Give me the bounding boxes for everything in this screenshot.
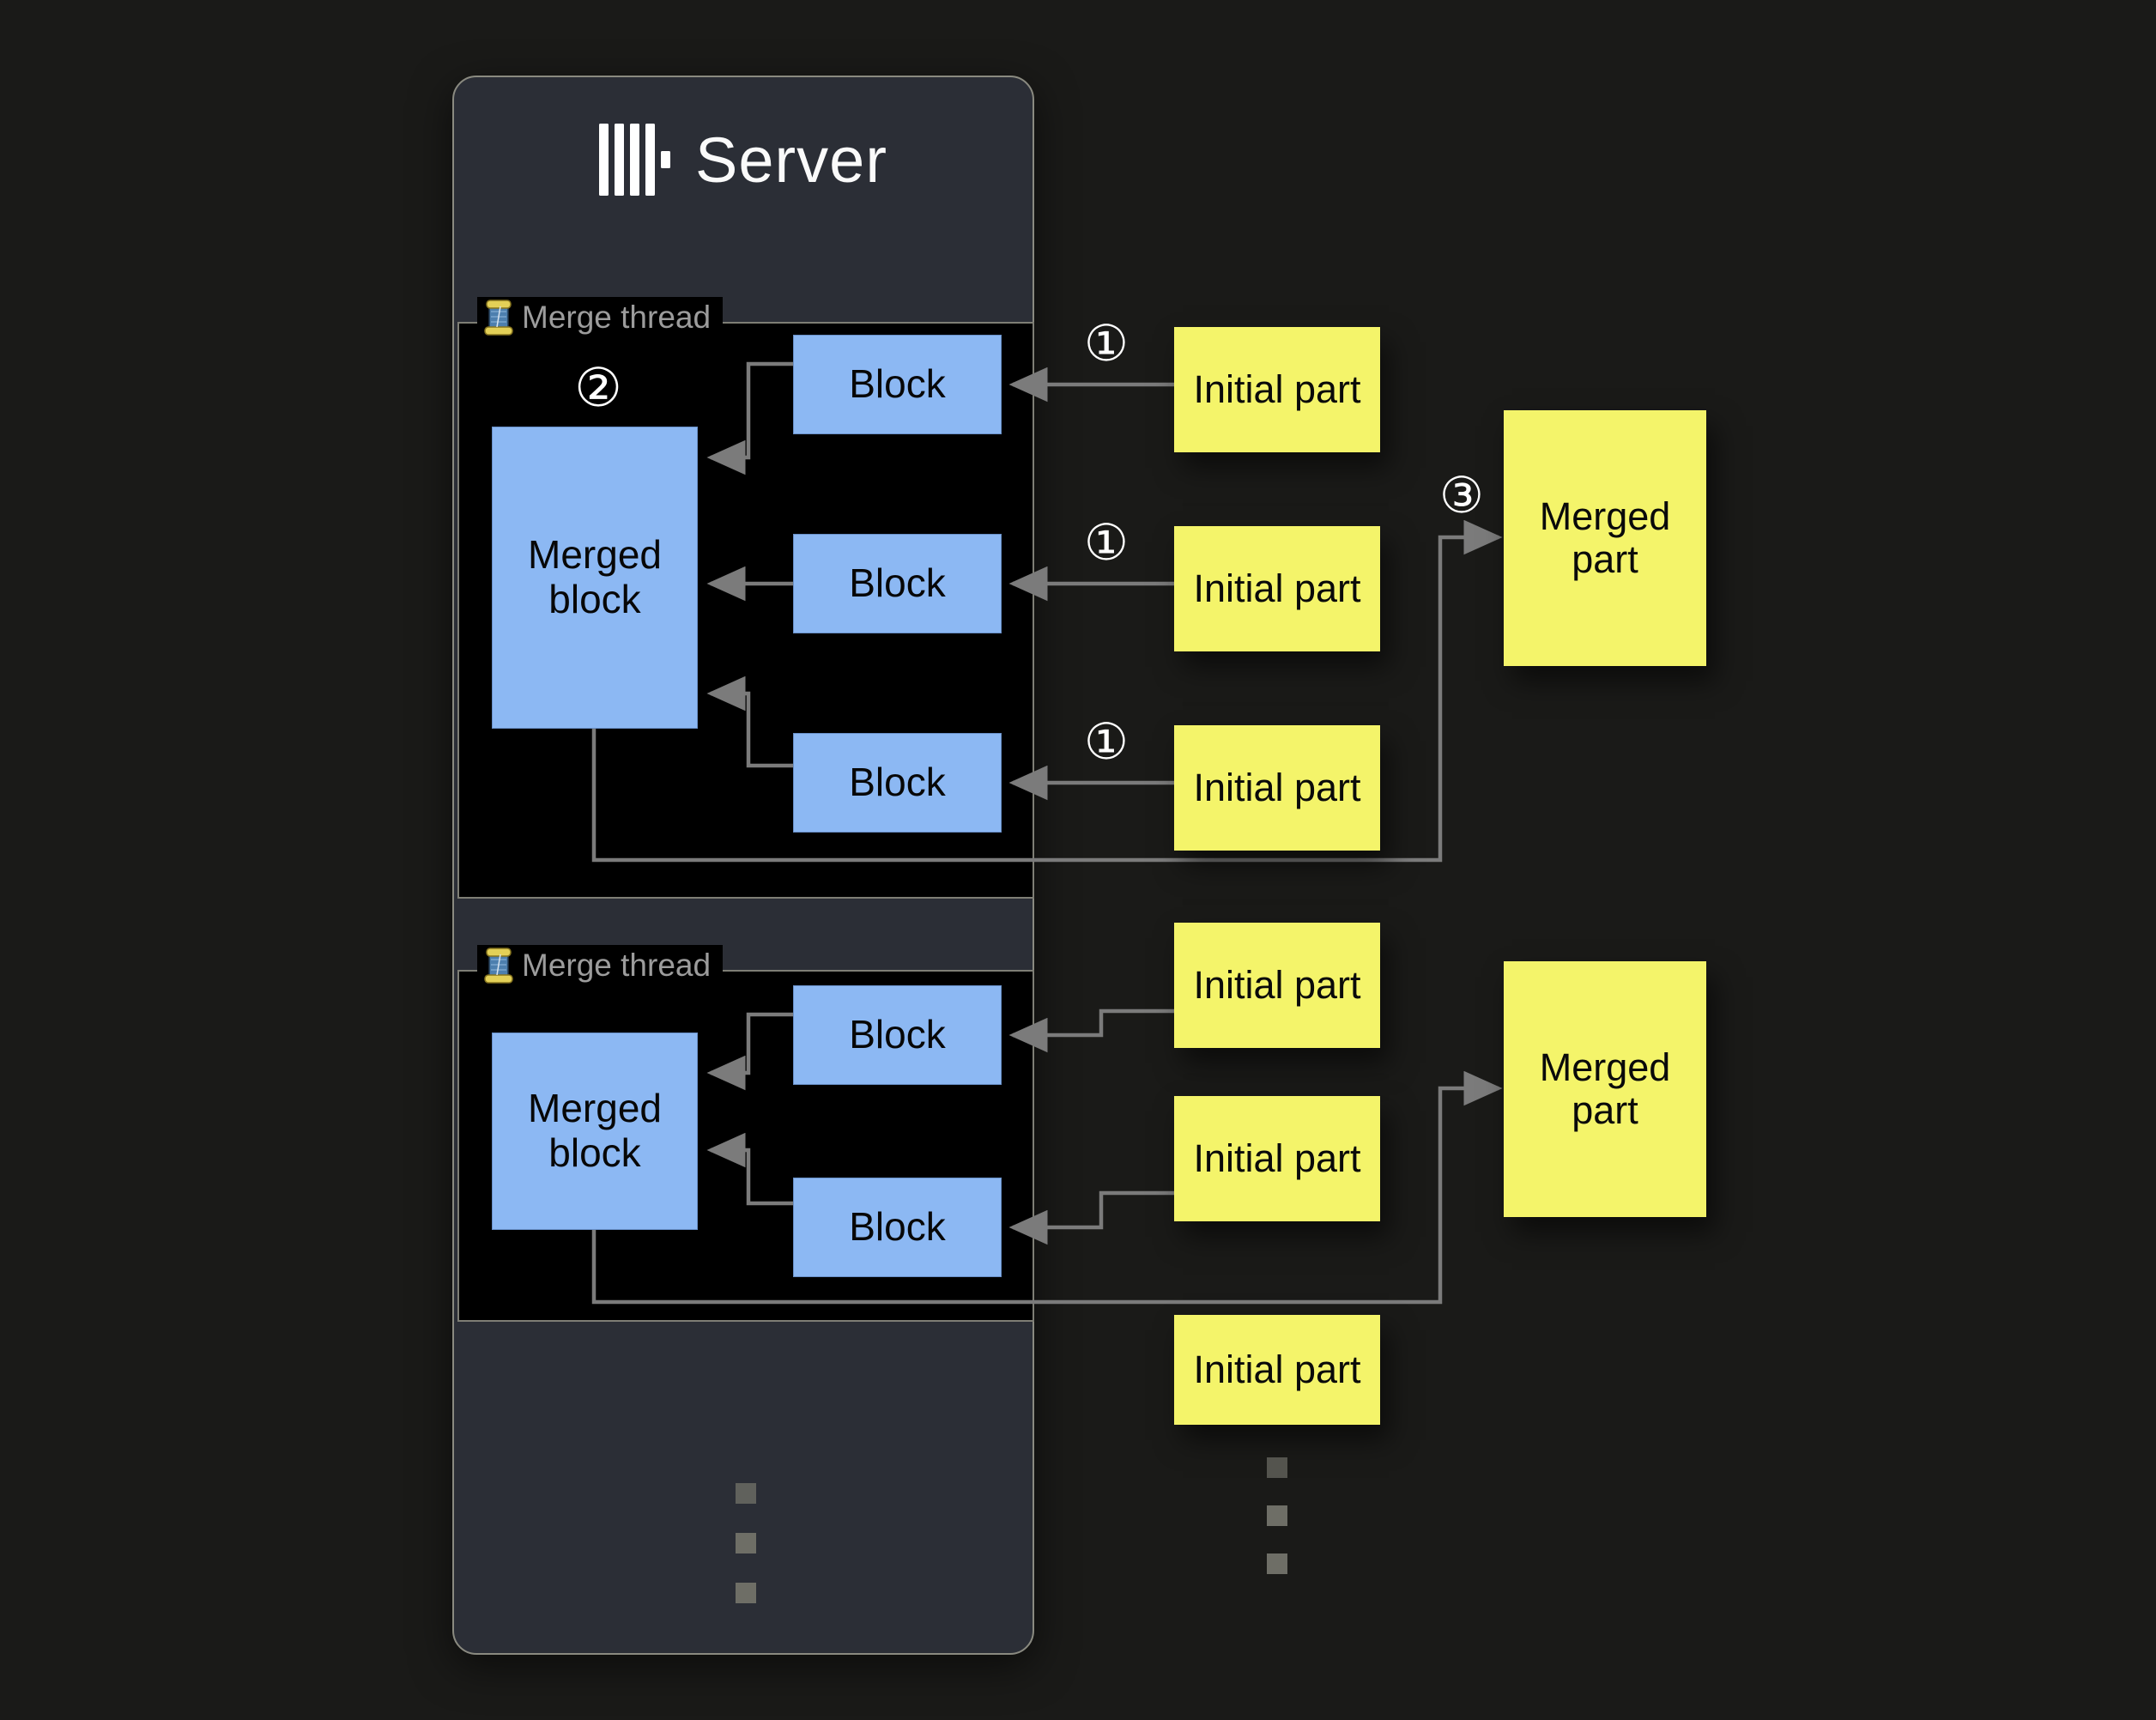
block-1-3: Block [793,733,1002,833]
initial-part-1-2-label: Initial part [1193,566,1361,610]
initial-part-1-1-label: Initial part [1193,366,1361,411]
step-badge-2: ② [574,356,622,419]
step-badge-1a: ① [1084,314,1129,372]
block-1-1-label: Block [849,361,946,407]
initial-part-2-1-label: Initial part [1193,962,1361,1007]
initial-part-1-3-label: Initial part [1193,765,1361,809]
ellipsis-dot [736,1483,756,1504]
merge-thread-label-2: Merge thread [477,945,724,986]
ellipsis-dot [736,1583,756,1603]
block-1-3-label: Block [849,760,946,805]
block-1-1: Block [793,335,1002,434]
step-badge-3: ③ [1439,466,1484,524]
block-1-2: Block [793,534,1002,633]
block-2-2-label: Block [849,1204,946,1250]
server-title: Server [695,124,887,196]
ellipsis-dot [1267,1553,1287,1574]
merged-part-2-label: Merged part [1539,1045,1671,1132]
thread-spool-icon [484,948,513,984]
merged-block-1-label: Merged block [528,532,662,621]
merged-part-1-label: Merged part [1539,494,1671,581]
initial-part-2-2: Initial part [1174,1096,1380,1221]
block-2-1: Block [793,985,1002,1085]
merge-thread-label-2-text: Merge thread [522,948,712,983]
ellipsis-dot [736,1533,756,1553]
block-1-2-label: Block [849,560,946,606]
merge-thread-label-1-text: Merge thread [522,300,712,335]
merged-block-2: Merged block [492,1033,698,1230]
ellipsis-dot [1267,1457,1287,1478]
merged-part-2: Merged part [1504,961,1706,1217]
initial-part-1-3: Initial part [1174,725,1380,851]
block-2-2: Block [793,1178,1002,1277]
step-badge-1b: ① [1084,513,1129,572]
ellipsis-dot [1267,1505,1287,1526]
merged-block-2-label: Merged block [528,1086,662,1175]
initial-part-2-1: Initial part [1174,923,1380,1048]
initial-part-2-2-label: Initial part [1193,1136,1361,1180]
initial-part-pending: Initial part [1174,1315,1380,1425]
merged-block-1: Merged block [492,427,698,729]
thread-spool-icon [484,300,513,336]
initial-part-1-2: Initial part [1174,526,1380,651]
initial-part-1-1: Initial part [1174,327,1380,452]
block-2-1-label: Block [849,1012,946,1057]
step-badge-1c: ① [1084,712,1129,771]
clickhouse-logo-icon [599,124,671,196]
merged-part-1: Merged part [1504,410,1706,666]
merge-thread-label-1: Merge thread [477,297,724,338]
server-header: Server [452,112,1034,208]
initial-part-pending-label: Initial part [1193,1347,1361,1391]
